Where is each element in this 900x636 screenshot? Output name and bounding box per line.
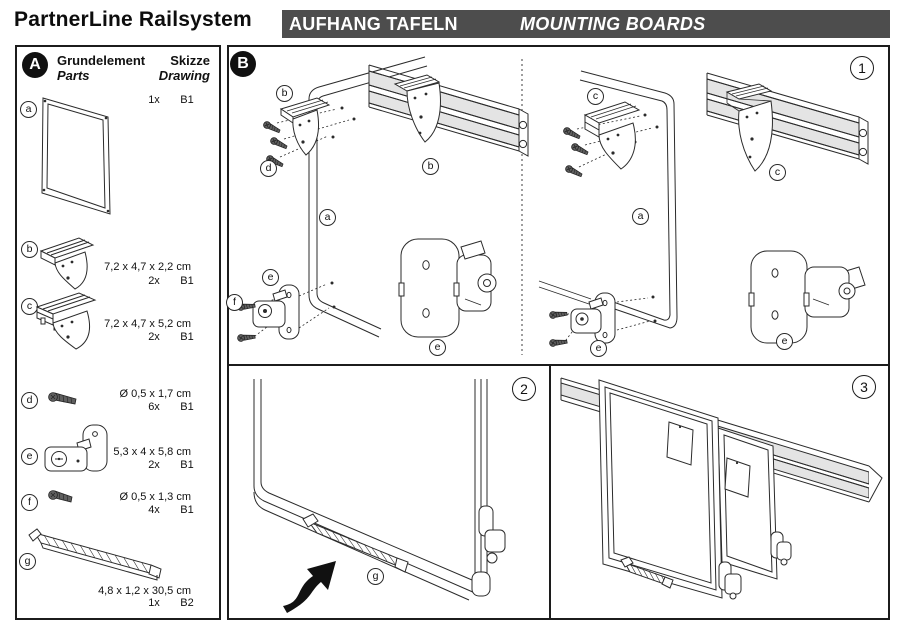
callout-bracket-b-rail: b	[422, 158, 439, 175]
part-d-dims: Ø 0,5 x 1,7 cm	[119, 388, 191, 400]
part-label-f: f	[21, 494, 38, 511]
part-f-dims: Ø 0,5 x 1,3 cm	[119, 491, 191, 503]
part-label-a: a	[20, 101, 37, 118]
part-b-bracket-illustration	[39, 237, 95, 290]
part-b-qty: 2x	[148, 275, 160, 287]
callout-bracket-b-board: b	[276, 85, 293, 102]
callout-bracket-c-rail: c	[769, 164, 786, 181]
part-c-dims: 7,2 x 4,7 x 5,2 cm	[104, 318, 191, 330]
part-b-dims: 7,2 x 4,7 x 2,2 cm	[104, 261, 191, 273]
callout-clamp-e-right: e	[590, 340, 607, 357]
callout-clamp-e-detail-right: e	[776, 333, 793, 350]
step3-illustration	[560, 377, 883, 600]
part-f-screw-illustration	[48, 490, 73, 503]
assembly-step-2: 2 g	[229, 366, 551, 618]
callout-pen-tray: g	[367, 568, 384, 585]
part-f-qty: 4x	[148, 504, 160, 516]
parts-list-panel: A Grundelement Parts Skizze Drawing a 1x…	[15, 45, 221, 620]
column-header-parts-en: Parts	[57, 68, 90, 83]
callout-clamp-e-detail-left: e	[429, 339, 446, 356]
column-header-drawing-de: Skizze	[170, 53, 210, 68]
assembly-step-1: B 1 b d a e f b e c a e c e	[226, 47, 888, 366]
callout-bracket-c-board: c	[587, 88, 604, 105]
callout-screws-d: d	[260, 160, 277, 177]
part-e-qty: 2x	[148, 459, 160, 471]
column-header-parts-de: Grundelement	[57, 53, 146, 68]
step-2-number: 2	[512, 377, 536, 401]
part-b-ref: B1	[180, 275, 194, 287]
part-d-screw-illustration	[48, 392, 77, 405]
part-g-dims: 4,8 x 1,2 x 30,5 cm	[98, 585, 191, 597]
assembly-panel: B 1 b d a e f b e c a e c e	[226, 45, 890, 620]
callout-clamp-e-left: e	[262, 269, 279, 286]
part-c-qty: 2x	[148, 331, 160, 343]
step2-illustration	[253, 379, 506, 613]
step1-illustration	[236, 56, 869, 355]
callout-screws-f: f	[226, 294, 243, 311]
callout-board-right: a	[632, 208, 649, 225]
part-d-qty: 6x	[148, 401, 160, 413]
banner-title-german: AUFHANG TAFELN	[289, 13, 458, 34]
panel-a-badge: A	[22, 52, 48, 78]
part-e-dims: 5,3 x 4 x 5,8 cm	[113, 446, 191, 458]
part-label-e: e	[21, 448, 38, 465]
part-e-ref: B1	[180, 459, 194, 471]
section-banner: AUFHANG TAFELN MOUNTING BOARDS	[282, 10, 890, 38]
column-header-drawing-en: Drawing	[158, 68, 210, 83]
part-g-ref: B2	[180, 597, 194, 609]
part-a-board-illustration	[41, 97, 111, 215]
assembly-step-3: 3	[551, 366, 888, 618]
part-d-ref: B1	[180, 401, 194, 413]
part-a-ref: B1	[180, 94, 194, 106]
step-1-number: 1	[850, 56, 874, 80]
callout-board-left: a	[319, 209, 336, 226]
part-g-qty: 1x	[148, 597, 160, 609]
banner-title-english: MOUNTING BOARDS	[520, 13, 706, 34]
step-3-number: 3	[852, 375, 876, 399]
part-label-d: d	[21, 392, 38, 409]
part-c-bracket-illustration	[35, 292, 97, 350]
part-e-clamp-illustration	[44, 424, 108, 472]
part-label-b: b	[21, 241, 38, 258]
part-c-ref: B1	[180, 331, 194, 343]
part-a-qty: 1x	[148, 94, 160, 106]
product-title: PartnerLine Railsystem	[14, 8, 252, 31]
part-g-tray-illustration	[28, 528, 162, 581]
part-label-g: g	[19, 553, 36, 570]
part-f-ref: B1	[180, 504, 194, 516]
panel-b-badge: B	[230, 51, 256, 77]
